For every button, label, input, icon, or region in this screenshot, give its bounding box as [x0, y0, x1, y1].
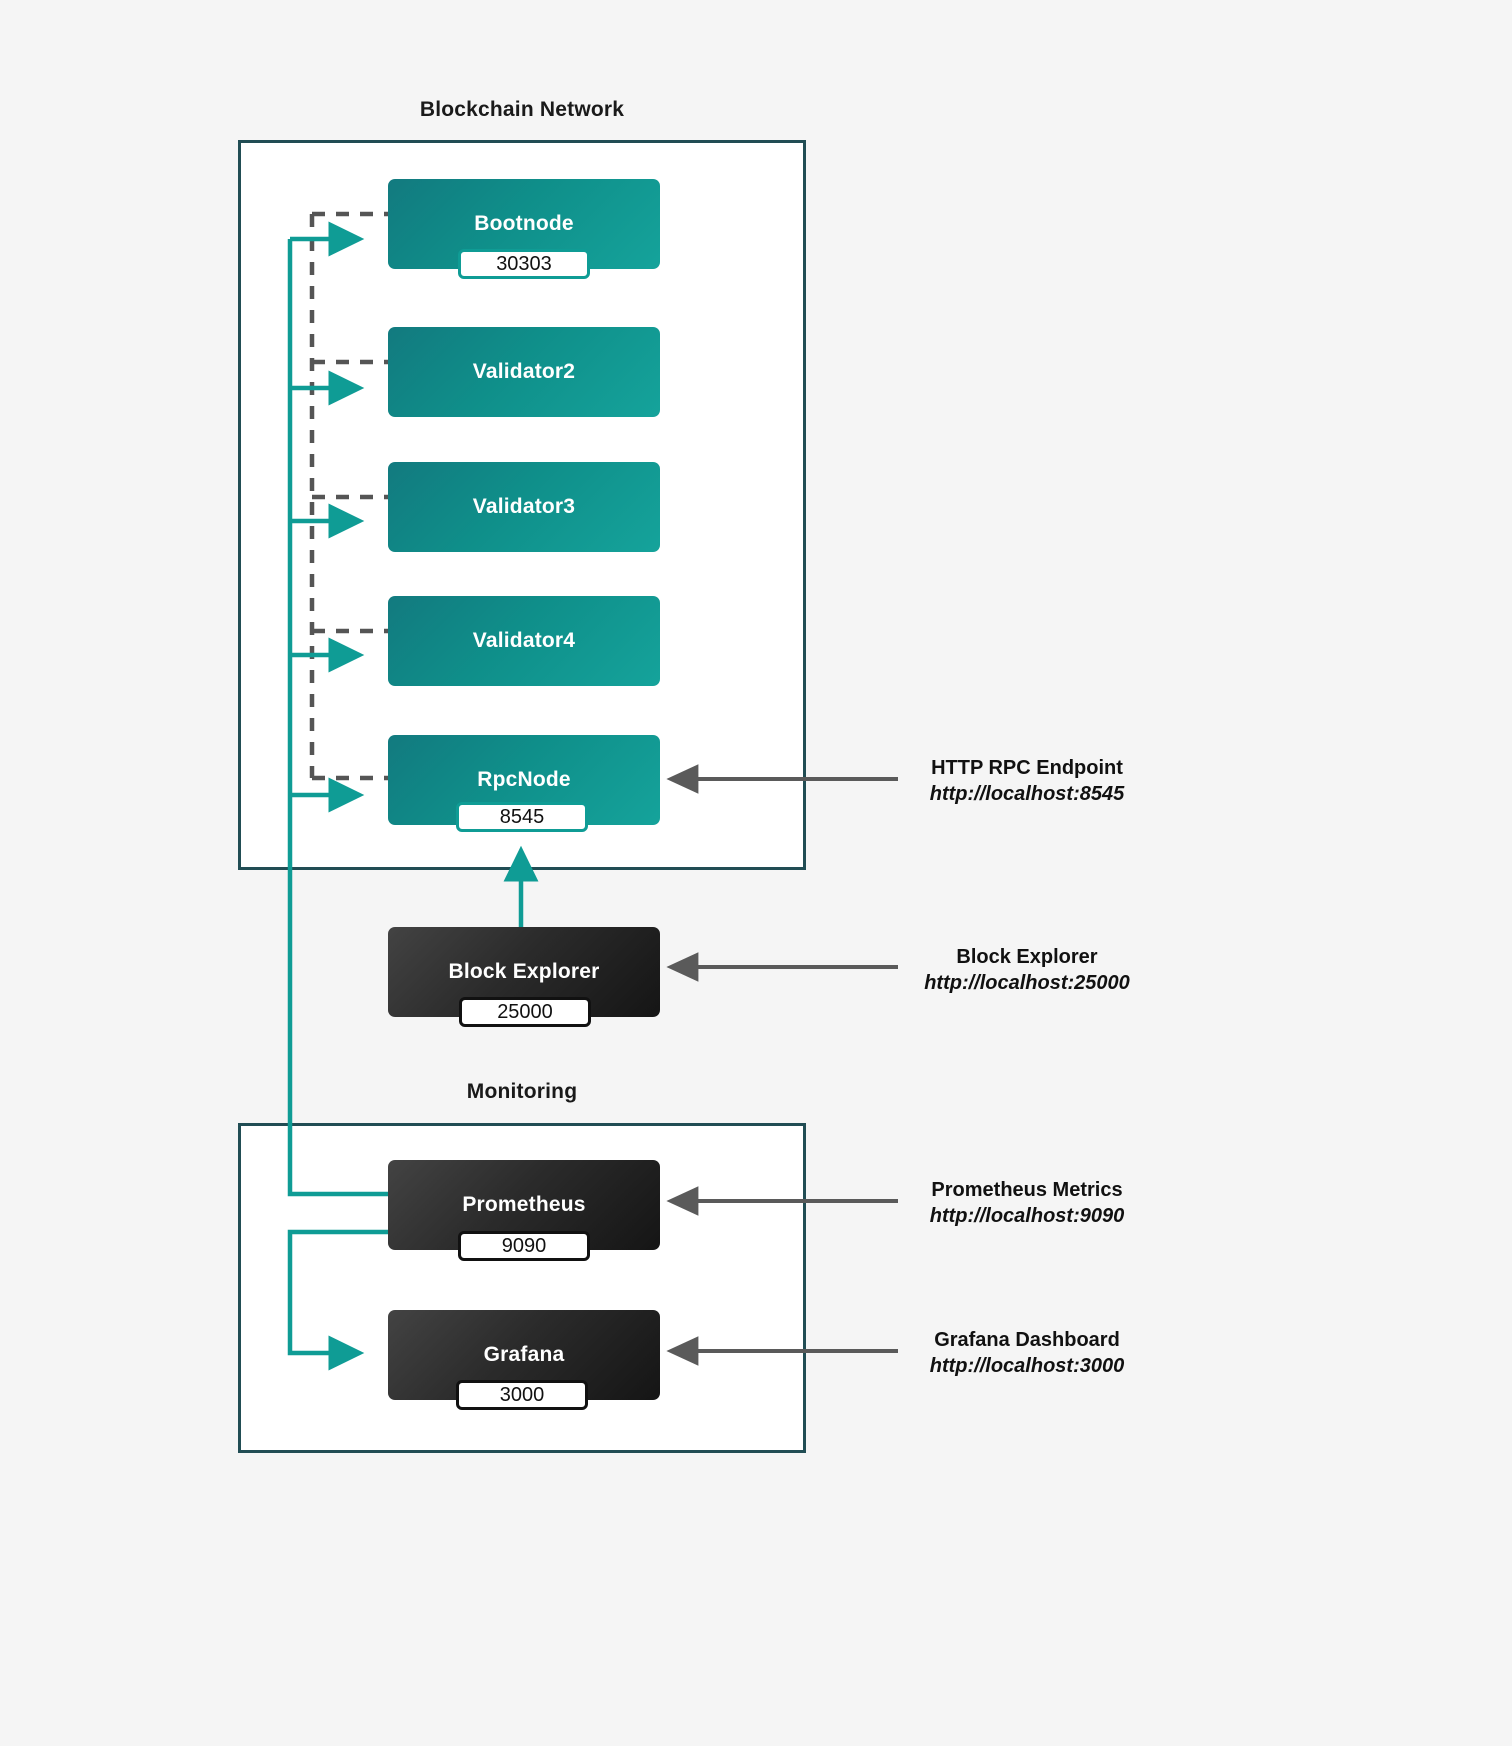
node-rpcnode-label: RpcNode — [477, 768, 571, 791]
annotation-rpc-endpoint-url[interactable]: http://localhost:8545 — [929, 782, 1125, 805]
annotation-rpc-endpoint: HTTP RPC Endpoint http://localhost:8545 — [884, 756, 1170, 807]
annotation-grafana-dashboard-url[interactable]: http://localhost:3000 — [929, 1354, 1125, 1377]
node-validator4-label: Validator4 — [472, 629, 576, 652]
node-validator4[interactable]: Validator4 — [388, 596, 660, 686]
node-rpcnode-port-badge: 8545 — [456, 802, 588, 832]
annotation-prometheus-metrics-title: Prometheus Metrics — [931, 1179, 1123, 1201]
annotation-grafana-dashboard-title: Grafana Dashboard — [934, 1329, 1120, 1351]
node-prometheus-label: Prometheus — [462, 1193, 586, 1216]
node-bootnode-port-badge: 30303 — [458, 249, 590, 279]
node-grafana-label: Grafana — [483, 1343, 565, 1366]
annotation-rpc-endpoint-title: HTTP RPC Endpoint — [931, 757, 1123, 779]
annotation-grafana-dashboard: Grafana Dashboard http://localhost:3000 — [884, 1328, 1170, 1379]
cluster-title-blockchain-network: Blockchain Network — [419, 98, 625, 121]
node-block-explorer-port-badge: 25000 — [459, 997, 591, 1027]
annotation-prometheus-metrics-url[interactable]: http://localhost:9090 — [929, 1204, 1125, 1227]
node-validator2[interactable]: Validator2 — [388, 327, 660, 417]
node-bootnode-label: Bootnode — [474, 212, 574, 235]
node-validator2-label: Validator2 — [472, 360, 576, 383]
cluster-title-monitoring: Monitoring — [466, 1080, 578, 1103]
node-prometheus-port-badge: 9090 — [458, 1231, 590, 1261]
node-grafana-port-badge: 3000 — [456, 1380, 588, 1410]
node-validator3-label: Validator3 — [472, 495, 576, 518]
node-validator3[interactable]: Validator3 — [388, 462, 660, 552]
node-block-explorer-label: Block Explorer — [448, 960, 600, 983]
annotation-prometheus-metrics: Prometheus Metrics http://localhost:9090 — [884, 1178, 1170, 1229]
annotation-block-explorer-url[interactable]: http://localhost:25000 — [924, 971, 1130, 994]
annotation-block-explorer-title: Block Explorer — [956, 946, 1098, 968]
annotation-block-explorer: Block Explorer http://localhost:25000 — [884, 945, 1170, 996]
